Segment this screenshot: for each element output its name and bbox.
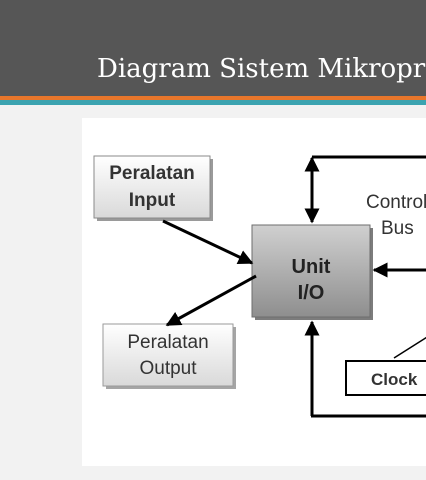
control-bus-label-line1: Control bbox=[366, 192, 426, 213]
output-device-label-line1: Peralatan bbox=[127, 332, 208, 353]
io-unit-label-line1: Unit bbox=[292, 256, 331, 278]
output-device-label-line2: Output bbox=[139, 358, 197, 379]
control-bus-label-line2: Bus bbox=[381, 218, 414, 239]
io-unit-box: Unit I/O bbox=[251, 224, 373, 320]
input-device-label-line1: Peralatan bbox=[109, 163, 195, 184]
input-device-label-line2: Input bbox=[129, 190, 176, 211]
input-device-box: Peralatan Input bbox=[93, 155, 213, 221]
arrow-io-to-output bbox=[165, 274, 257, 327]
slide-title: Diagram Sistem Mikroprosesor bbox=[97, 54, 426, 84]
io-unit-label-line2: I/O bbox=[298, 282, 325, 304]
clock-connector-line bbox=[393, 336, 426, 359]
arrow-input-to-io bbox=[162, 219, 254, 265]
slide-header: Diagram Sistem Mikroprosesor bbox=[0, 0, 426, 98]
clock-label: Clock bbox=[371, 370, 418, 389]
accent-stripe-teal bbox=[0, 100, 426, 105]
clock-box: Clock bbox=[345, 360, 426, 396]
accent-stripe-orange bbox=[0, 96, 426, 100]
output-device-box: Peralatan Output bbox=[102, 323, 236, 389]
